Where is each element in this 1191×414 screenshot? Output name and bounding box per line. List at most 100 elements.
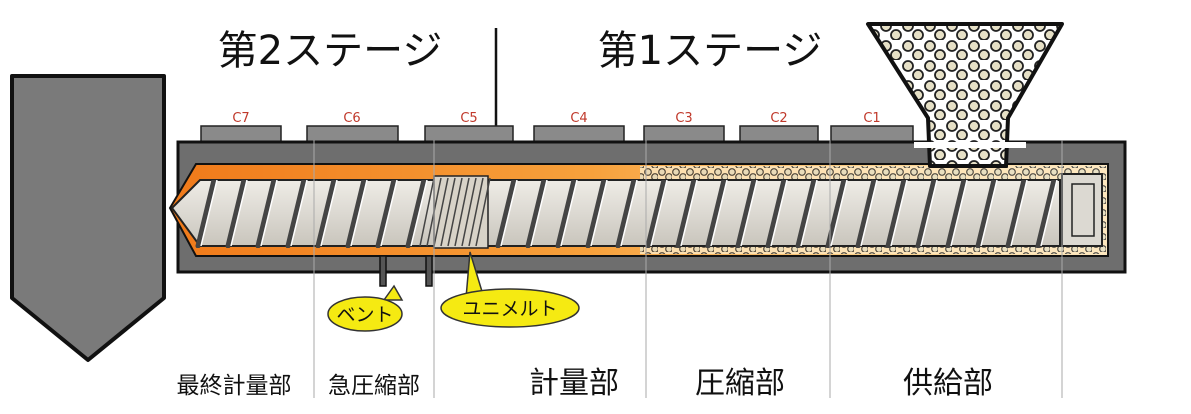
heater-band-c3 [643,125,725,143]
screw-flight [315,180,337,248]
heater-band-c2 [739,125,819,143]
unimelt-hatch-line [447,177,463,247]
nozzle-head [10,74,166,362]
zone-label-c7: C7 [232,111,249,126]
heater-band-c6 [306,125,399,143]
section-label-compression: 圧縮部 [695,366,785,401]
screw-flight-highlight [650,180,668,247]
screw-flight-highlight [920,180,938,247]
screw-flight-highlight [680,180,698,247]
screw-flight-highlight [530,180,548,247]
screw-flight-highlight [740,180,758,247]
screw-flight-highlight [830,180,848,247]
zone-label-c2: C2 [770,111,787,126]
screw-flight-highlight [560,180,578,247]
screw-flight [555,180,577,248]
section-labels: 最終計量部 急圧縮部 計量部 圧縮部 供給部 [177,366,994,401]
screw-flight [765,180,787,248]
screw-flight-highlight [860,180,878,247]
screw-flight [945,180,967,248]
screw-flight-highlight [410,180,428,247]
heater-band-c5 [424,125,514,143]
vent-port-left [379,255,387,287]
screw-flight-highlight [290,180,308,247]
screw-flight [585,180,607,248]
section-label-final-metering: 最終計量部 [177,373,292,399]
screw-flight-highlight [1040,180,1058,247]
screw-flight [975,180,997,248]
screw-flight [645,180,667,248]
screw-flight [375,180,397,248]
screw-flight [675,180,697,248]
screw-flight-highlight [350,180,368,247]
heater-band-c4 [533,125,625,143]
screw-flight-highlight [590,180,608,247]
section-dividers [313,140,1063,398]
screw-flight-highlight [260,180,278,247]
unimelt-hatch-line [419,177,435,247]
unimelt-hatch-line [440,177,456,247]
screw-flight-highlight [980,180,998,247]
vent-label: ベント [336,304,393,326]
hopper [866,22,1064,168]
screw-flight-highlight [620,180,638,247]
screw-flight [495,180,517,248]
screw-flight [225,180,247,248]
zone-label-c5: C5 [460,111,477,126]
screw-flight [1035,180,1057,248]
section-label-feed: 供給部 [903,366,993,401]
unimelt-callout: ユニメルト [440,251,580,328]
heater-band-c7 [200,125,282,143]
unimelt-hatch-line [468,177,484,247]
screw-flights [195,180,1058,248]
screw-flight [345,180,367,248]
unimelt-hatch-line [461,177,477,247]
screw-flight-highlight [770,180,788,247]
screw-flight [795,180,817,248]
screw-flight [825,180,847,248]
unimelt-hatch-line [454,177,470,247]
screw-flight-highlight [200,180,218,247]
stage2-title: 第2ステージ [218,28,443,74]
screw-flight [885,180,907,248]
zone-label-c1: C1 [863,111,880,126]
section-label-metering: 計量部 [529,366,619,401]
hopper-throat [914,142,1026,148]
screw-flight [615,180,637,248]
zone-label-c4: C4 [570,111,587,126]
screw-flight [195,180,217,248]
unimelt-hatch-line [433,177,449,247]
zone-label-c3: C3 [675,111,692,126]
stage1-title: 第1ステージ [598,28,823,74]
screw-flight-highlight [500,180,518,247]
screw-flight [1005,180,1027,248]
screw-flight-highlight [950,180,968,247]
screw-flight [855,180,877,248]
screw-flight-highlight [320,180,338,247]
heater-band-c1 [830,125,914,143]
vent-port-right [425,255,433,287]
screw-coupling [1071,183,1095,237]
unimelt-label: ユニメルト [462,298,557,320]
screw-flight [255,180,277,248]
heater-zone-labels: C7 C6 C5 C4 C3 C2 C1 [232,111,880,126]
vent-ports [379,255,433,287]
vent-callout: ベント [327,284,404,332]
screw-flight [285,180,307,248]
screw-flight [525,180,547,248]
zone-label-c6: C6 [343,111,360,126]
heater-bands [200,125,914,143]
screw-drive-end [1061,173,1103,247]
section-label-rapid-compression: 急圧縮部 [328,373,420,399]
screw-flight-highlight [1010,180,1028,247]
screw-flight [405,180,427,248]
screw-flight [705,180,727,248]
screw-flight-highlight [800,180,818,247]
screw-flight-highlight [710,180,728,247]
screw-flight [735,180,757,248]
screw-flight-highlight [890,180,908,247]
screw-flight-highlight [230,180,248,247]
unimelt-section [419,175,491,249]
